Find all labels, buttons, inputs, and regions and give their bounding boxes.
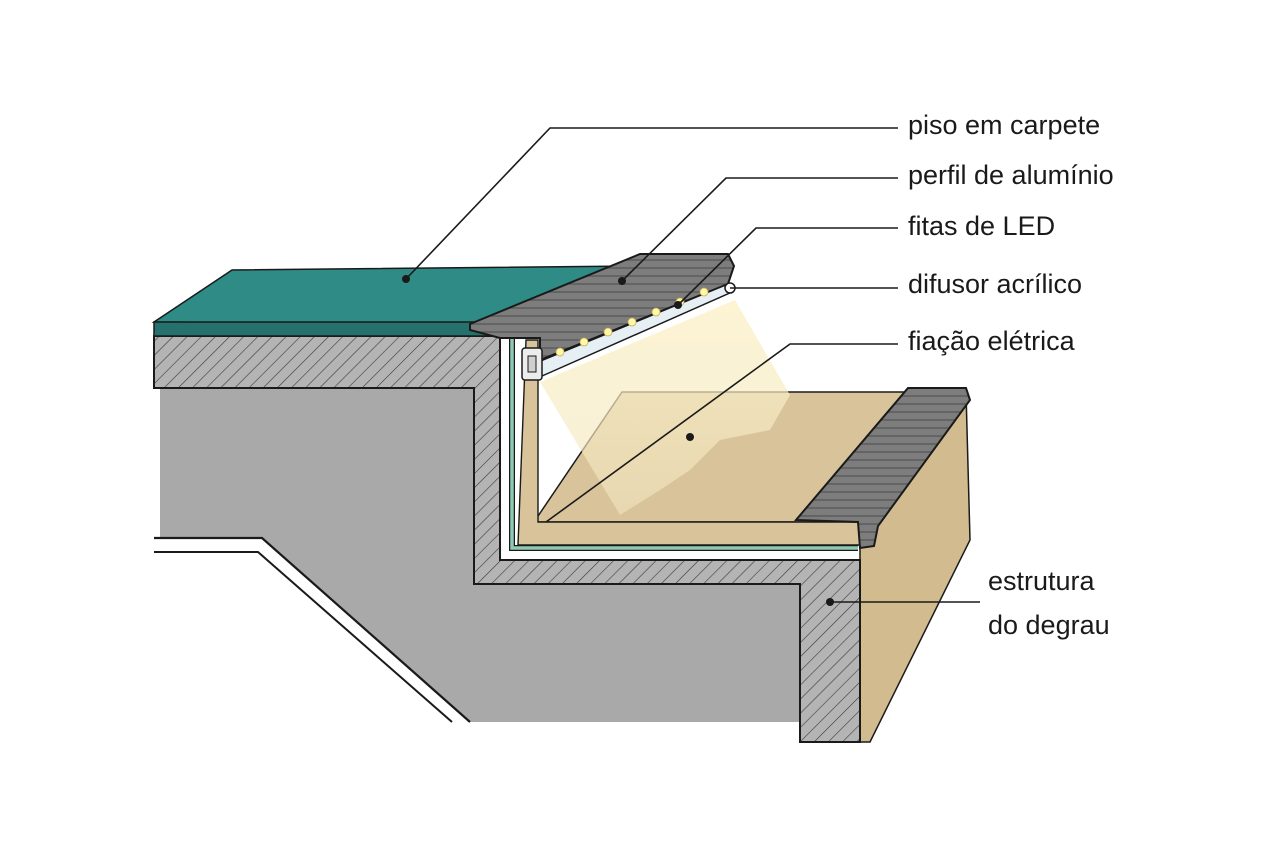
- label-step-structure-line2: do degrau: [988, 610, 1110, 640]
- leader-lines: [405, 127, 980, 603]
- label-aluminum-profile: perfil de alumínio: [908, 160, 1114, 190]
- label-carpet: piso em carpete: [908, 110, 1101, 140]
- carpet-edge: [153, 321, 501, 337]
- stair-underside-outline: [154, 536, 471, 723]
- label-step-structure-line1: estrutura: [988, 566, 1095, 596]
- lower-nosing-profile: [793, 387, 972, 550]
- label-led-strips: fitas de LED: [908, 211, 1056, 241]
- hatched-slab-section: [153, 335, 861, 743]
- label-wiring: fiação elétrica: [908, 326, 1075, 356]
- led-light-glow: [540, 300, 790, 515]
- label-acrylic-diffuser: difusor acrílico: [908, 269, 1083, 299]
